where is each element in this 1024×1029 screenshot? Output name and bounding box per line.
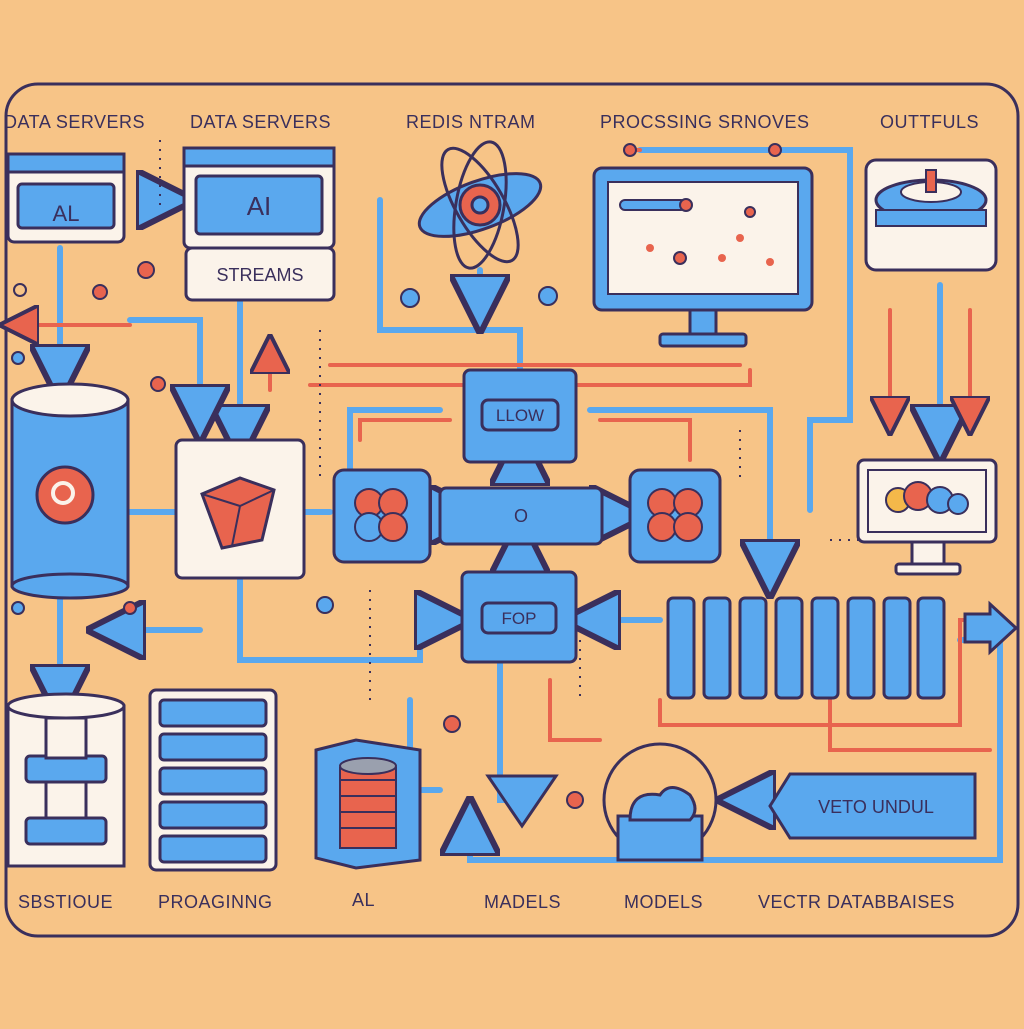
center-hub-label: O [514, 506, 528, 526]
footer-ai: AL [352, 890, 376, 910]
ai-left-label: AL [53, 201, 80, 226]
footer-vector-databases: VECTR DATABBAISES [758, 892, 955, 912]
footer-processing: PROAGINNG [158, 892, 273, 912]
processing-cube-box [174, 438, 306, 580]
ai-main-window [182, 146, 336, 250]
footer-models-1: MADELS [484, 892, 562, 912]
redis-atom-icon [417, 140, 543, 270]
storage-cylinder-q [10, 382, 130, 600]
server-rack-bars [666, 596, 946, 700]
outputs-database-icon [864, 158, 998, 272]
down-arrow-icon [485, 774, 559, 829]
vector-unit-box [768, 772, 977, 840]
fop-node [460, 570, 578, 664]
header-data-servers-1: DATA SERVERS [4, 112, 146, 132]
vector-unit-label: VETO UNDUL [818, 797, 934, 817]
cluster-node-left [332, 468, 432, 564]
stacked-list-icon [148, 688, 278, 872]
decor-dots [11, 143, 782, 809]
ai-left-window [6, 152, 126, 244]
center-hub [438, 486, 604, 546]
header-data-servers-2: DATA SERVERS [190, 112, 332, 132]
output-arrow-icon [963, 600, 1019, 656]
header-redis-stream: REDIS NTRAM [406, 112, 536, 132]
cloud-monitor [856, 458, 998, 576]
cloud-globe-icon [602, 742, 718, 862]
streams-label: STREAMS [216, 265, 303, 285]
header-outputs: OUTTFULS [880, 112, 980, 132]
footer-storage: SBSTIOUE [18, 892, 114, 912]
ai-server-stack [314, 738, 422, 870]
fop-label: FOP [502, 609, 537, 628]
streams-box [184, 246, 336, 302]
footer-models-2: MODELS [624, 892, 704, 912]
storage-glass-cylinder [6, 692, 126, 868]
ai-main-label: AI [247, 191, 272, 221]
cluster-node-right [628, 468, 722, 564]
diagram-frame [4, 82, 1020, 938]
flow-label: LLOW [496, 406, 544, 425]
red-connectors [15, 148, 992, 752]
header-processing-services: PROCSSING SRNOVES [600, 112, 810, 132]
flow-node [462, 368, 578, 464]
processing-monitor [592, 166, 814, 348]
